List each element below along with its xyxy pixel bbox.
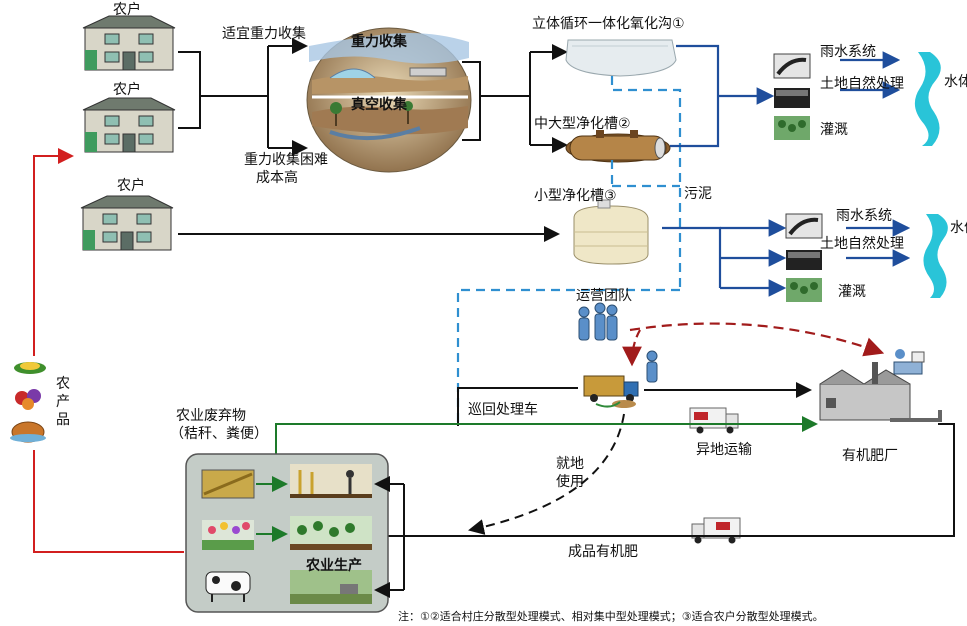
agri-fertilizer-arrows [374, 476, 405, 598]
house-bottom [80, 195, 174, 251]
small-tank-label: 小型净化槽③ [534, 188, 617, 204]
collection-lines [178, 38, 568, 242]
vacuum-collection-label: 真空收集 [351, 96, 408, 113]
oxidation-ditch [565, 39, 677, 77]
gravity-suitable-label: 适宜重力收集 [222, 25, 306, 42]
footnote: 注：①②适合村庄分散型处理模式、相对集中型处理模式；③适合农户分散型处理模式。 [398, 609, 824, 623]
water-body-top [914, 52, 941, 146]
transport-truck-icon-bottom [691, 517, 741, 544]
ops-team-label: 运营团队 [576, 288, 632, 304]
sludge-label: 污泥 [684, 186, 712, 202]
outflow-lines-bottom [662, 219, 911, 297]
house-top [82, 15, 176, 71]
house-middle [82, 97, 176, 153]
produce-label-1: 农 [56, 376, 70, 392]
truck-lines [457, 382, 812, 426]
farmer-icon [290, 464, 372, 498]
produce-label-3: 品 [56, 412, 70, 428]
flowers-icon [202, 520, 254, 550]
ditch-label: 立体循环一体化氧化沟① [532, 16, 685, 32]
rain-system-label-top: 雨水系统 [820, 44, 876, 60]
onsite-use-arrow [468, 413, 625, 535]
household-label-bottom: 农户 [117, 177, 145, 194]
produce-loop-lines [33, 148, 184, 553]
agri-internal-arrows [256, 476, 288, 542]
collection-illustration: 重力收集 真空收集 [306, 27, 472, 173]
irrigation-label-top: 灌溉 [820, 122, 848, 138]
offsite-transport-label: 异地运输 [696, 442, 752, 458]
finished-fertilizer-label: 成品有机肥 [568, 544, 638, 560]
household-label-top: 农户 [113, 1, 141, 18]
mid-tank [565, 130, 671, 163]
ops-dispatch-arrow [629, 322, 885, 357]
fertilizer-plant-icon [819, 362, 942, 422]
produce-label-2: 产 [56, 394, 70, 410]
sludge-lines [456, 76, 682, 426]
patrol-truck-icon [583, 375, 639, 408]
irrigation-icon-top [774, 116, 810, 140]
straw-icon [201, 469, 255, 499]
agri-production-label: 农业生产 [305, 557, 362, 574]
patrol-truck-label: 巡回处理车 [468, 401, 538, 418]
mid-tank-label: 中大型净化槽② [534, 116, 631, 132]
irrigation-icon-bottom [786, 278, 822, 302]
field-tractor-icon [290, 570, 372, 604]
land-treatment-label-bottom: 土地自然处理 [820, 235, 904, 252]
land-treatment-icon-bottom [786, 250, 822, 270]
outflow-lines-top [670, 44, 901, 148]
ops-return-arrow [622, 329, 642, 367]
rain-system-icon-top [773, 53, 811, 79]
water-body-label-top: 水体 [944, 74, 967, 90]
rain-system-label-bottom: 雨水系统 [836, 208, 892, 224]
onsite-use-label-2: 使用 [556, 473, 584, 490]
land-treatment-icon-top [774, 88, 810, 108]
gravity-collection-label: 重力收集 [351, 33, 408, 50]
seedlings-icon [290, 516, 372, 550]
fertilizer-plant-label: 有机肥厂 [842, 448, 898, 464]
agri-waste-label-1: 农业废弃物 [176, 408, 246, 424]
fertilizer-return-line [372, 423, 955, 544]
gravity-difficult-label-1: 重力收集困难 [244, 151, 328, 168]
gravity-difficult-label-2: 成本高 [256, 169, 298, 186]
small-tank [573, 199, 649, 265]
office-worker-icon [893, 349, 925, 375]
ops-team-icon [578, 302, 618, 341]
water-body-bottom [923, 214, 948, 298]
transport-truck-icon-top [689, 407, 739, 434]
ops-staff-icon [646, 350, 658, 383]
rain-system-icon-bottom [785, 213, 823, 239]
produce-icon [10, 362, 46, 443]
onsite-use-label-1: 就地 [556, 456, 584, 472]
land-treatment-label-top: 土地自然处理 [820, 75, 904, 92]
water-body-label-bottom: 水体 [950, 220, 967, 236]
irrigation-label-bottom: 灌溉 [838, 284, 866, 300]
agri-waste-label-2: （秸秆、粪便） [170, 426, 268, 442]
household-label-middle: 农户 [113, 81, 141, 98]
cow-icon [205, 571, 251, 602]
